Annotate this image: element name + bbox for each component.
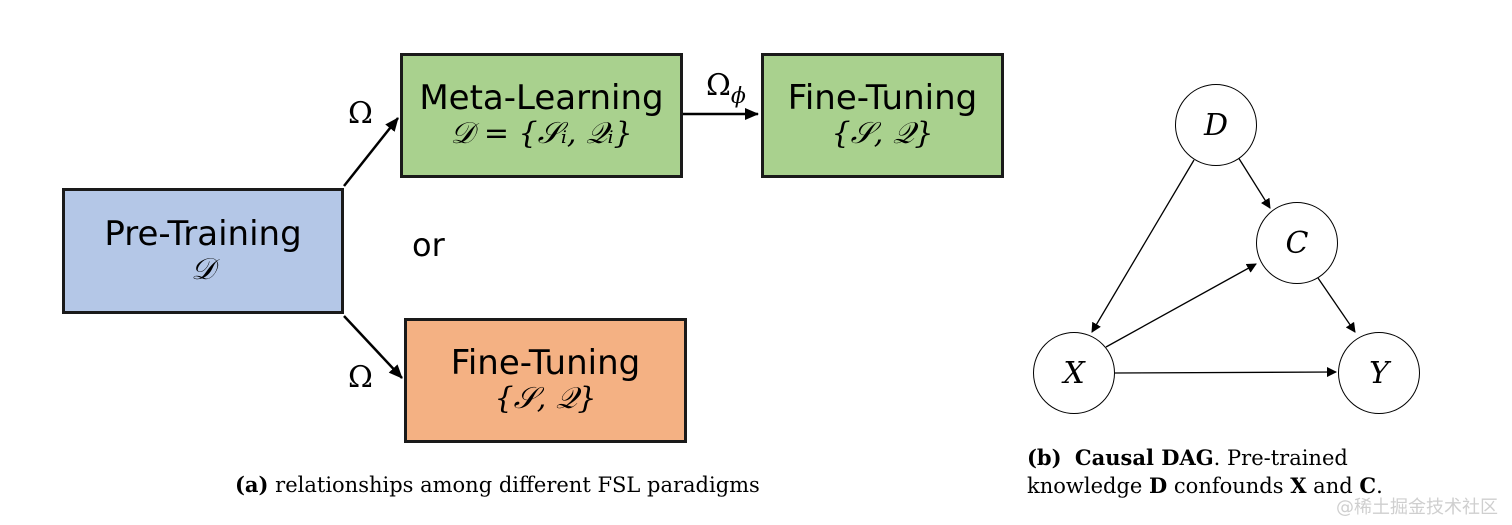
fine-tuning-top-math: {𝒮, 𝒬} — [831, 116, 934, 152]
fine-tuning-top-box: Fine-Tuning {𝒮, 𝒬} — [761, 53, 1004, 178]
node-x: X — [1033, 332, 1115, 414]
node-c: C — [1256, 202, 1338, 284]
caption-b-text-2: confounds — [1167, 474, 1291, 498]
pretraining-math: 𝒟 — [191, 251, 215, 287]
fine-tuning-bottom-box: Fine-Tuning {𝒮, 𝒬} — [404, 318, 687, 443]
watermark-text: @稀土掘金技术社区 — [1336, 497, 1498, 518]
or-label: or — [412, 226, 445, 264]
fine-tuning-bottom-math: {𝒮, 𝒬} — [494, 381, 597, 417]
meta-learning-box: Meta-Learning 𝒟 = {𝒮ᵢ, 𝒬ᵢ} — [400, 53, 683, 178]
node-d: D — [1175, 84, 1257, 166]
edge-x-to-y — [1114, 367, 1337, 378]
caption-b-text-4: . — [1376, 474, 1383, 498]
caption-a-text: relationships among different FSL paradi… — [275, 473, 760, 497]
meta-learning-math: 𝒟 = {𝒮ᵢ, 𝒬ᵢ} — [450, 116, 633, 152]
fine-tuning-bottom-title: Fine-Tuning — [450, 343, 641, 384]
pretraining-title: Pre-Training — [104, 213, 302, 254]
caption-b-bold-x: X — [1290, 473, 1307, 498]
pretraining-box: Pre-Training 𝒟 — [62, 188, 344, 314]
arrow-pretraining-to-metalearning — [343, 117, 399, 187]
omega-phi-symbol: Ω — [706, 68, 731, 103]
omega-phi-label: Ωϕ — [706, 68, 746, 109]
caption-a: (a) relationships among different FSL pa… — [235, 472, 760, 497]
edge-d-to-c — [1237, 156, 1271, 209]
caption-b-tag: (b) — [1027, 445, 1062, 470]
fine-tuning-top-title: Fine-Tuning — [787, 78, 978, 119]
omega-bottom-label: Ω — [348, 360, 373, 395]
caption-b-bold-c: C — [1359, 473, 1377, 498]
edge-x-to-c — [1105, 263, 1257, 348]
edge-d-to-x — [1091, 159, 1195, 333]
caption-a-tag: (a) — [235, 472, 269, 497]
caption-b-text-1: . Pre-trained knowledge — [1027, 446, 1348, 498]
meta-learning-title: Meta-Learning — [419, 78, 664, 119]
omega-phi-subscript: ϕ — [730, 84, 746, 109]
caption-b-title: Causal DAG — [1074, 445, 1214, 470]
caption-b-bold-d: D — [1149, 473, 1168, 498]
edge-c-to-y — [1317, 277, 1356, 333]
node-y: Y — [1338, 332, 1420, 414]
arrow-pretraining-to-finetuning-bottom — [343, 315, 403, 379]
caption-b: (b) Causal DAG. Pre-trained knowledge D … — [1027, 444, 1447, 500]
omega-top-label: Ω — [348, 96, 373, 131]
caption-b-text-3: and — [1306, 474, 1360, 498]
